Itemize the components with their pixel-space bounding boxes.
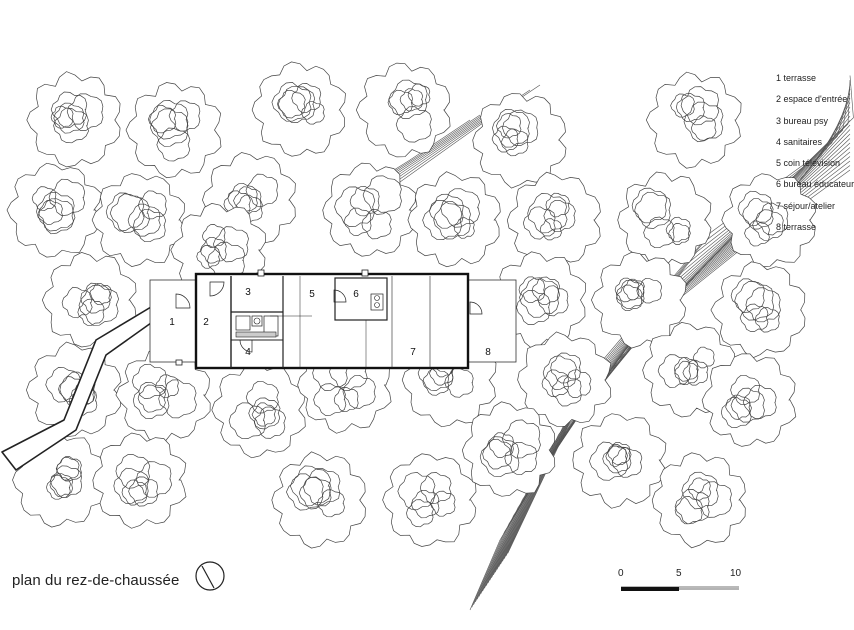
tree-canopy [506,171,601,267]
north-arrow-icon [195,561,225,591]
legend-item: 2 espace d'entrée [776,94,848,105]
tree-canopy [617,171,712,268]
tree-canopy [211,362,306,459]
room-legend: 1 terrasse 2 espace d'entrée 3 bureau ps… [776,68,854,238]
tree-canopy [26,71,121,168]
tree-canopy [701,353,797,447]
tree-canopy [407,171,501,268]
legend-item: 6 bureau éducateur [776,179,854,190]
tree-canopy [92,432,187,529]
room-number-8: 8 [485,347,491,358]
room-number-7: 7 [410,347,416,358]
legend-item: 8 terrasse [776,222,817,233]
tree-canopy [271,451,366,549]
legend-item: 3 bureau psy [776,115,829,126]
tree-canopy [6,162,102,258]
room-number-2: 2 [203,317,209,328]
legend-item: 1 terrasse [776,73,817,83]
plan-title: plan du rez-de-chaussée [12,572,180,589]
tree-canopy [322,162,417,257]
tree-canopies [6,61,816,549]
tree-canopy [721,173,816,268]
tree-canopy [382,453,477,547]
legend-item: 5 coin télévision [776,158,841,169]
tree-canopy [572,413,667,509]
scale-label-5: 5 [676,568,682,579]
scale-label-0: 0 [618,568,624,579]
contour-line [496,102,851,570]
room-number-5: 5 [309,289,315,300]
tree-canopy [710,261,806,359]
tree-canopy [461,401,556,497]
legend-item: 7 séjour/atelier [776,200,836,211]
tree-canopy [472,93,567,189]
tree-canopy [41,252,137,348]
tree-canopy [251,61,346,157]
room-number-1: 1 [169,317,175,328]
room-number-3: 3 [245,287,251,298]
room-number-labels: 1 2 3 4 5 6 7 8 [169,287,491,358]
scale-bar [621,586,739,591]
tree-canopy [517,331,612,427]
legend-item: 4 sanitaires [776,136,823,147]
scale-label-10: 10 [730,568,742,579]
tree-canopy [355,62,451,158]
tree-canopy [651,452,746,549]
room-number-4: 4 [245,347,251,358]
tree-canopy [91,173,187,267]
room-number-6: 6 [353,289,359,300]
tree-canopy [645,71,742,169]
tree-canopy [125,82,222,179]
building-plan [149,269,517,370]
